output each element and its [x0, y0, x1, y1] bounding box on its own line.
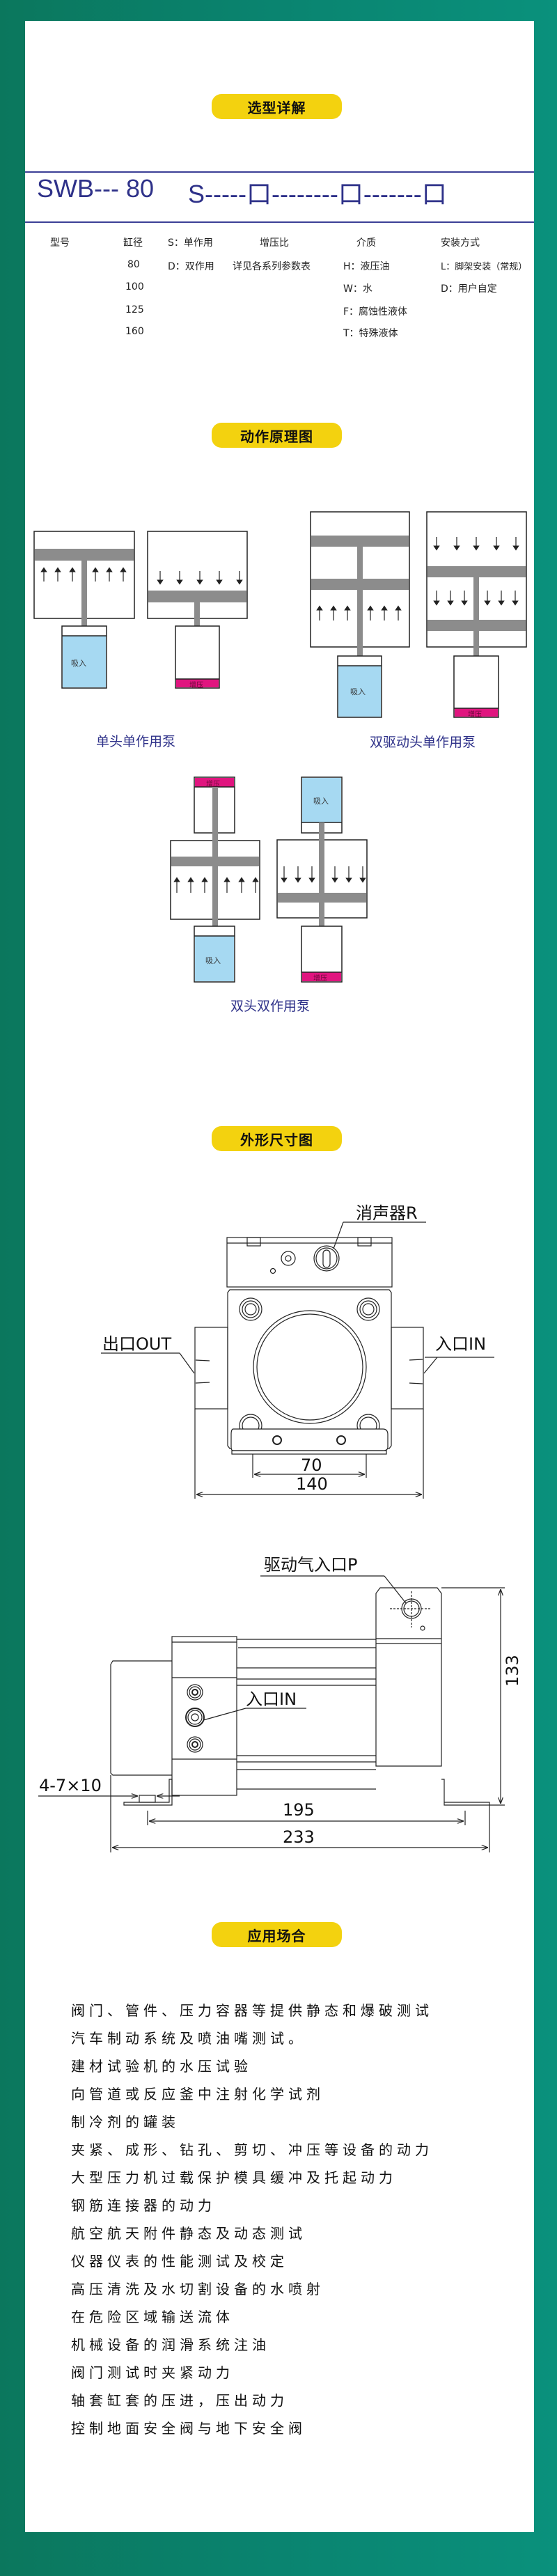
- list-item: 航空航天附件静态及动态测试: [71, 2225, 306, 2242]
- section-title-selection: 选型详解: [212, 94, 342, 119]
- label-outlet: 出口OUT: [102, 1334, 172, 1354]
- dim-233: 233: [283, 1827, 315, 1847]
- action-value: D：双作用: [168, 261, 214, 272]
- dim-133: 133: [503, 1655, 522, 1687]
- side-view: [38, 1575, 505, 1852]
- label-inlet: 入口IN: [435, 1334, 487, 1354]
- label-pressurize: 增压: [313, 975, 327, 983]
- front-view: [101, 1221, 494, 1499]
- medium-value: F：腐蚀性液体: [343, 306, 408, 318]
- col-header-mounting: 安装方式: [441, 237, 480, 249]
- label-mount-holes: 4-7×10: [39, 1776, 102, 1795]
- dual-drive-diagram-pressure: [426, 511, 527, 718]
- caption-dual-drive: 双驱动头单作用泵: [369, 735, 476, 750]
- caption-double-head: 双头双作用泵: [230, 999, 311, 1014]
- single-head-diagram-pressure: [147, 531, 248, 689]
- dim-195: 195: [283, 1800, 315, 1820]
- dim-70: 70: [301, 1455, 322, 1475]
- list-item: 在危险区域输送流体: [71, 2309, 234, 2325]
- label-side-inlet: 入口IN: [246, 1689, 297, 1709]
- list-item: 大型压力机过载保护模具缓冲及托起动力: [71, 2169, 397, 2186]
- label-drive-air-inlet: 驱动气入口P: [264, 1555, 358, 1575]
- caption-single-head: 单头单作用泵: [95, 734, 176, 749]
- section-title-principle: 动作原理图: [212, 423, 342, 448]
- col-header-medium: 介质: [356, 237, 376, 249]
- list-item: 机械设备的润滑系统注油: [71, 2336, 270, 2353]
- label-suction: 吸入: [313, 797, 329, 806]
- medium-value: H：液压油: [343, 261, 390, 272]
- col-header-ratio: 增压比: [260, 237, 289, 249]
- bore-value: 125: [125, 304, 144, 315]
- label-pressurize: 增压: [206, 781, 220, 788]
- medium-value: T：特殊液体: [343, 328, 398, 339]
- mounting-value: D：用户自定: [441, 283, 497, 295]
- list-item: 仪器仪表的性能测试及校定: [71, 2253, 288, 2270]
- dual-drive-diagram-suction: [310, 511, 410, 718]
- single-head-diagram-suction: [33, 531, 135, 689]
- medium-value: W：水: [343, 283, 372, 295]
- model-code-pattern: S-----口--------口-------口: [188, 180, 447, 208]
- label-pressurize: 增压: [189, 682, 203, 689]
- label-pressurize: 增压: [468, 711, 482, 719]
- label-muffler: 消声器R: [356, 1203, 418, 1223]
- col-header-model: 型号: [50, 237, 70, 249]
- double-head-diagram-right: [276, 776, 368, 983]
- mounting-value: L：脚架安装（常规）: [441, 262, 528, 272]
- list-item: 钢筋连接器的动力: [71, 2197, 216, 2214]
- label-suction: 吸入: [350, 687, 366, 696]
- list-item: 阀门、管件、压力容器等提供静态和爆破测试: [71, 2002, 433, 2019]
- model-code: SWB--- 80: [37, 174, 155, 203]
- dim-140: 140: [296, 1474, 328, 1494]
- list-item: 轴套缸套的压进，压出动力: [71, 2392, 288, 2409]
- list-item: 高压清洗及水切割设备的水喷射: [71, 2281, 324, 2297]
- ratio-value: 详见各系列参数表: [233, 261, 311, 272]
- list-item: 向管道或反应釜中注射化学试剂: [71, 2086, 324, 2102]
- label-suction: 吸入: [71, 659, 86, 668]
- list-item: 控制地面安全阀与地下安全阀: [71, 2420, 306, 2437]
- divider-bottom: [25, 221, 534, 223]
- bore-value: 80: [127, 259, 140, 270]
- principle-diagrams: [33, 511, 527, 983]
- list-item: 汽车制动系统及喷油嘴测试。: [71, 2030, 306, 2047]
- list-item: 制冷剂的罐装: [71, 2114, 180, 2130]
- col-header-bore: 缸径: [123, 237, 143, 249]
- section-title-applications: 应用场合: [212, 1922, 342, 1947]
- list-item: 夹紧、成形、钻孔、剪切、冲压等设备的动力: [71, 2141, 433, 2158]
- divider-top: [25, 171, 534, 173]
- double-head-diagram-left: [170, 776, 260, 983]
- list-item: 阀门测试时夹紧动力: [71, 2364, 234, 2381]
- label-suction: 吸入: [205, 956, 221, 965]
- col-header-action: S：单作用: [168, 237, 213, 249]
- section-title-dimensions: 外形尺寸图: [212, 1126, 342, 1151]
- dimension-drawings: [38, 1221, 505, 1852]
- list-item: 建材试验机的水压试验: [71, 2058, 252, 2075]
- bore-value: 160: [125, 326, 144, 337]
- bore-value: 100: [125, 281, 144, 292]
